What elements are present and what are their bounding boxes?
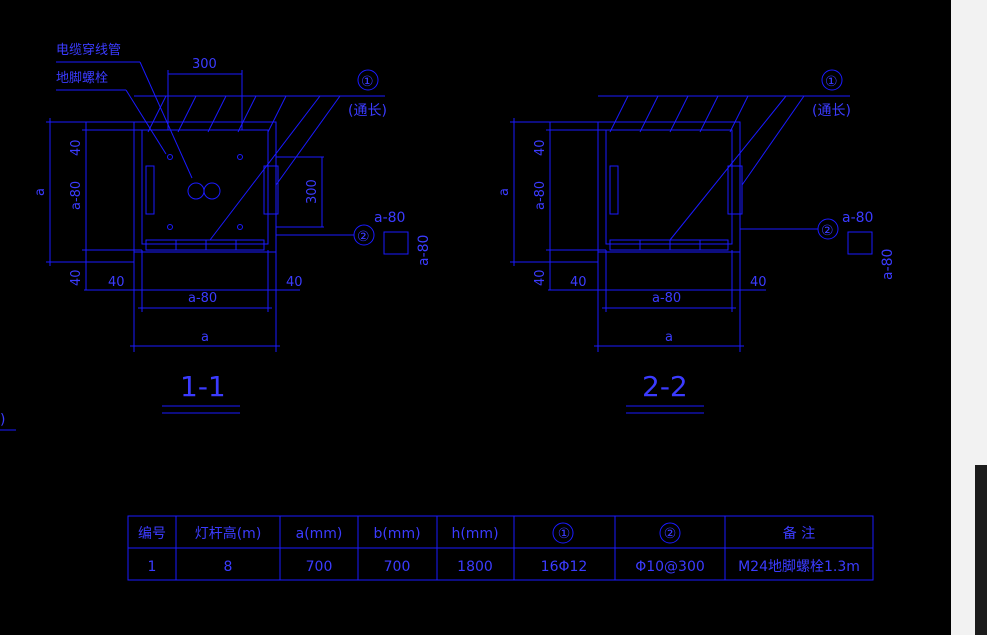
conduit-circle [187,182,205,200]
foundation-outline [133,121,277,253]
marker-2-circle [817,218,839,240]
bottom-rebar [609,239,729,251]
dim-a-left: a [497,188,512,196]
dim-40-left-lower: 40 [69,269,84,286]
dim-a80-left: a-80 [69,181,84,210]
dim-a-bottom: a [201,330,209,345]
detail-a80-side: a-80 [880,249,896,280]
dim-a80-bottom: a-80 [188,291,217,306]
table-header-cell: ① [558,526,571,542]
section-title-2-2: 2-2 [642,370,688,403]
table-marker-2-circle [659,522,681,544]
table-cell: M24地脚螺栓1.3m [738,559,860,575]
hatch-line [609,95,629,133]
table-marker-1-circle [552,522,574,544]
side-stirrup [727,165,743,215]
hatch-line [207,95,227,133]
callout-leader [139,61,193,179]
table-header-cell: 备 注 [783,525,815,542]
dim-a-left: a [33,188,48,196]
table-cell: Φ10@300 [635,559,705,575]
anchor-bolt [237,154,243,160]
table-header-cell: ② [664,526,677,542]
foundation-inner-outline [605,129,733,245]
section-1-1 [46,61,409,414]
dim-a-bottom: a [665,330,673,345]
conduit-circle [203,182,221,200]
marker-1-circle [357,69,379,91]
marker-2-circle [353,224,375,246]
detail-square [847,231,873,255]
callout-anchor-bolt: 地脚螺栓 [56,70,108,86]
leader-line [275,95,341,186]
hatch-line [699,95,719,133]
foundation-inner-outline [141,129,269,245]
dim-a80-left: a-80 [533,181,548,210]
table-cell: 700 [384,559,411,575]
anchor-bolt [167,154,173,160]
table-cell: 8 [224,559,233,575]
section-1-1-text: 电缆穿线管 地脚螺栓 300 300 40 a-80 a 40 40 40 a-… [33,42,432,403]
detail-square [383,231,409,255]
callout-cable-conduit: 电缆穿线管 [56,42,121,58]
hatch-line [177,95,197,133]
dim-40-left-upper: 40 [533,139,548,156]
hatch-line [237,95,257,133]
table-header-cell: 灯杆高(m) [195,525,262,542]
section-2-2-text: 40 a-80 a 40 40 40 a-80 a ① (通长) ② a-80 … [497,74,896,403]
dim-40-bottom-right: 40 [750,275,767,290]
scrollbar-thumb[interactable] [975,465,987,635]
marker-1-label: ① [361,74,374,90]
spec-table-text: 编号 灯杆高(m) a(mm) b(mm) h(mm) ① ② 备 注 1 8 700 700 1800… [138,525,860,575]
foundation-outline [597,121,741,253]
leader-line [209,95,321,241]
spec-table [127,515,874,581]
marker-1-note: (通长) [348,103,387,119]
marker-1-label: ① [825,74,838,90]
table-cell: 16Φ12 [541,559,588,575]
dim-a80-bottom: a-80 [652,291,681,306]
edge-fragment: ) [0,412,5,428]
table-header-cell: h(mm) [451,526,498,542]
dim-300-top: 300 [192,57,217,72]
side-stirrup [145,165,155,215]
side-stirrup [609,165,619,215]
leader-line [741,95,805,186]
hatch-line [669,95,689,133]
section-title-1-1: 1-1 [180,370,226,403]
dim-40-bottom-left: 40 [570,275,587,290]
section-2-2 [510,69,873,414]
dim-40-left-lower: 40 [533,269,548,286]
marker-2-label: ② [357,229,370,245]
hatch-line [729,95,749,133]
detail-a80-side: a-80 [416,235,432,266]
table-header-cell: b(mm) [373,526,420,542]
bottom-rebar [145,239,265,251]
detail-a80-top: a-80 [374,210,405,226]
hatch-line [147,95,167,133]
dim-300-side: 300 [305,179,320,204]
table-cell: 1800 [457,559,493,575]
side-stirrup [263,165,279,215]
hatch-line [639,95,659,133]
table-header-cell: a(mm) [296,526,343,542]
table-cell: 700 [306,559,333,575]
dim-40-bottom-right: 40 [286,275,303,290]
detail-a80-top: a-80 [842,210,873,226]
dim-40-bottom-left: 40 [108,275,125,290]
callout-leader [125,89,167,155]
table-header-cell: 编号 [138,526,166,542]
marker-1-circle [821,69,843,91]
anchor-bolt [237,224,243,230]
anchor-bolt [167,224,173,230]
table-cell: 1 [148,559,157,575]
marker-2-label: ② [821,223,834,239]
marker-1-note: (通长) [812,103,851,119]
hatch-line [267,95,287,133]
dim-40-left-upper: 40 [69,139,84,156]
